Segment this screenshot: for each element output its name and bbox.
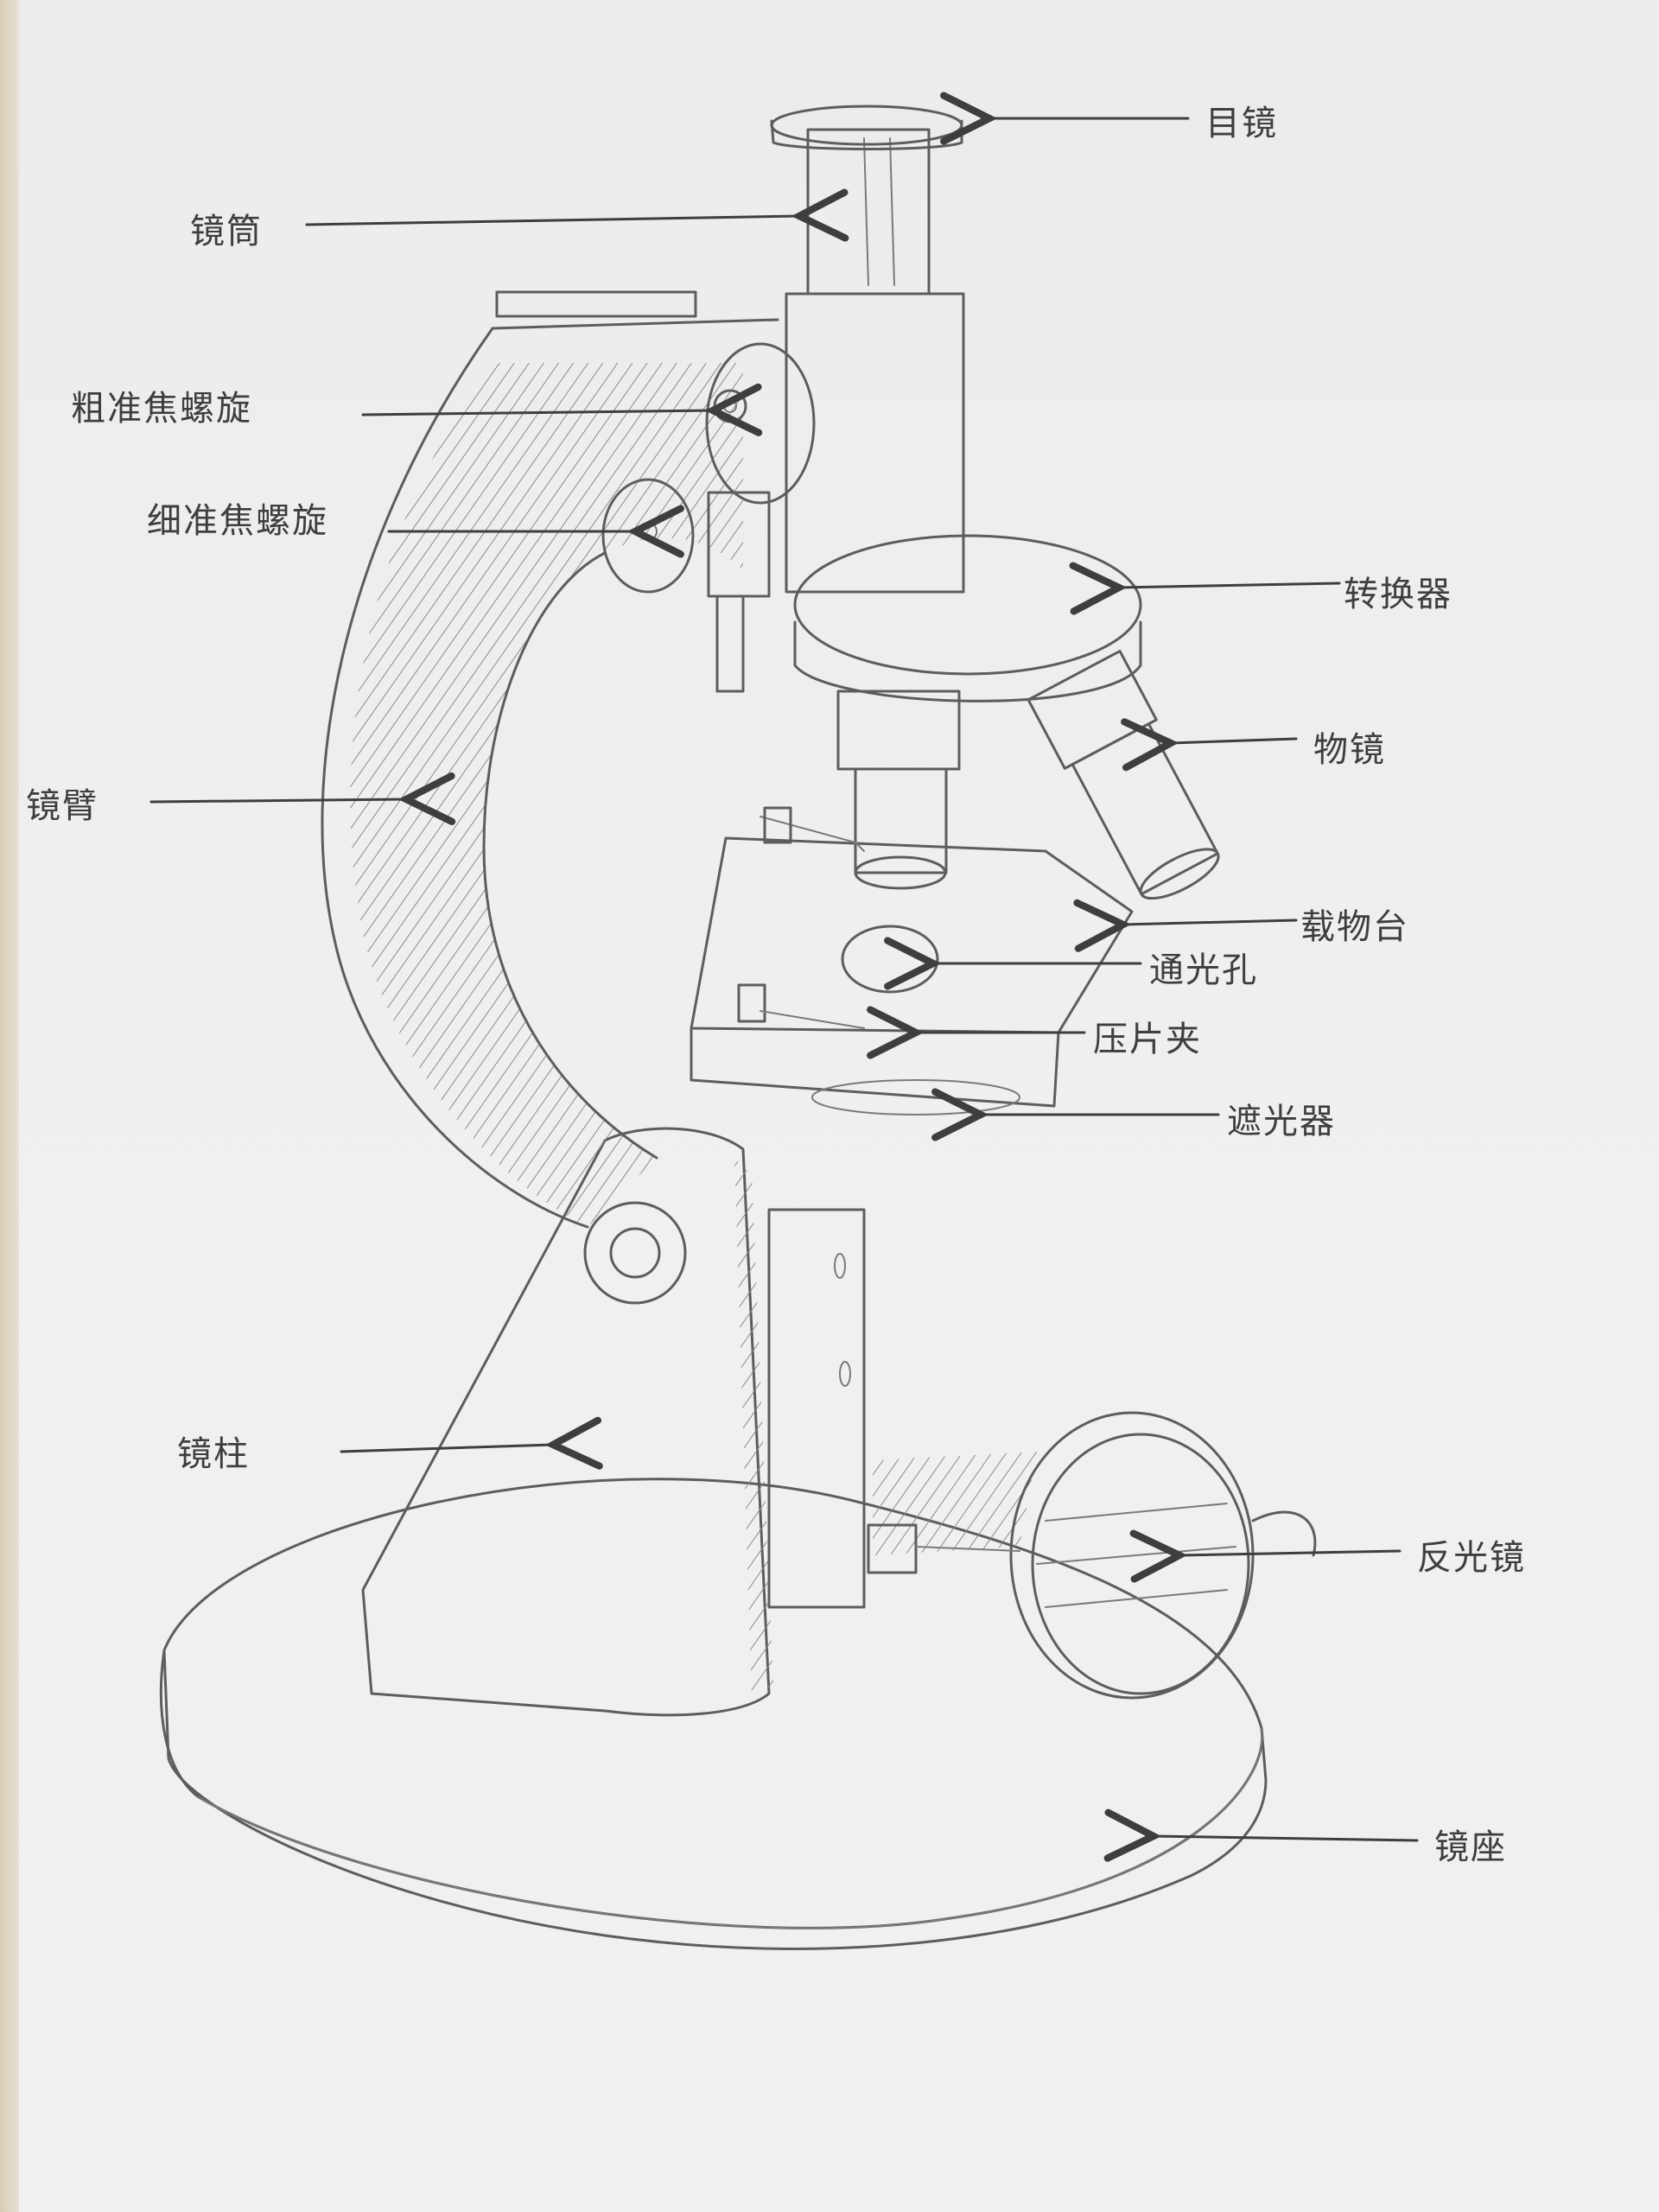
label-objective: 物镜 [1313,730,1386,770]
pillar-drawing [361,1127,866,1717]
label-stage-clip: 压片夹 [1093,1020,1202,1059]
page-edge [0,0,19,2212]
label-pillar: 镜柱 [177,1434,250,1474]
label-fine-focus: 细准焦螺旋 [147,501,328,541]
label-diaphragm: 遮光器 [1227,1102,1336,1141]
label-nosepiece: 转换器 [1344,575,1452,614]
label-aperture: 通光孔 [1149,950,1258,990]
label-mirror: 反光镜 [1417,1538,1526,1578]
label-eyepiece: 目镜 [1205,104,1278,143]
label-tube: 镜筒 [190,212,263,251]
stage-drawing [690,806,1134,1116]
label-coarse-focus: 粗准焦螺旋 [71,389,252,429]
label-arm: 镜臂 [26,786,99,826]
arm-drawing [321,290,779,1229]
label-stage: 载物台 [1300,907,1409,947]
nosepiece-drawing [793,534,1220,900]
base-drawing [159,1478,1268,1950]
pointer-arrows [149,118,1419,1840]
paper-background [19,0,1659,2212]
label-base: 镜座 [1434,1827,1507,1867]
mirror-drawing [867,1411,1317,1700]
tube-drawing [770,105,965,594]
